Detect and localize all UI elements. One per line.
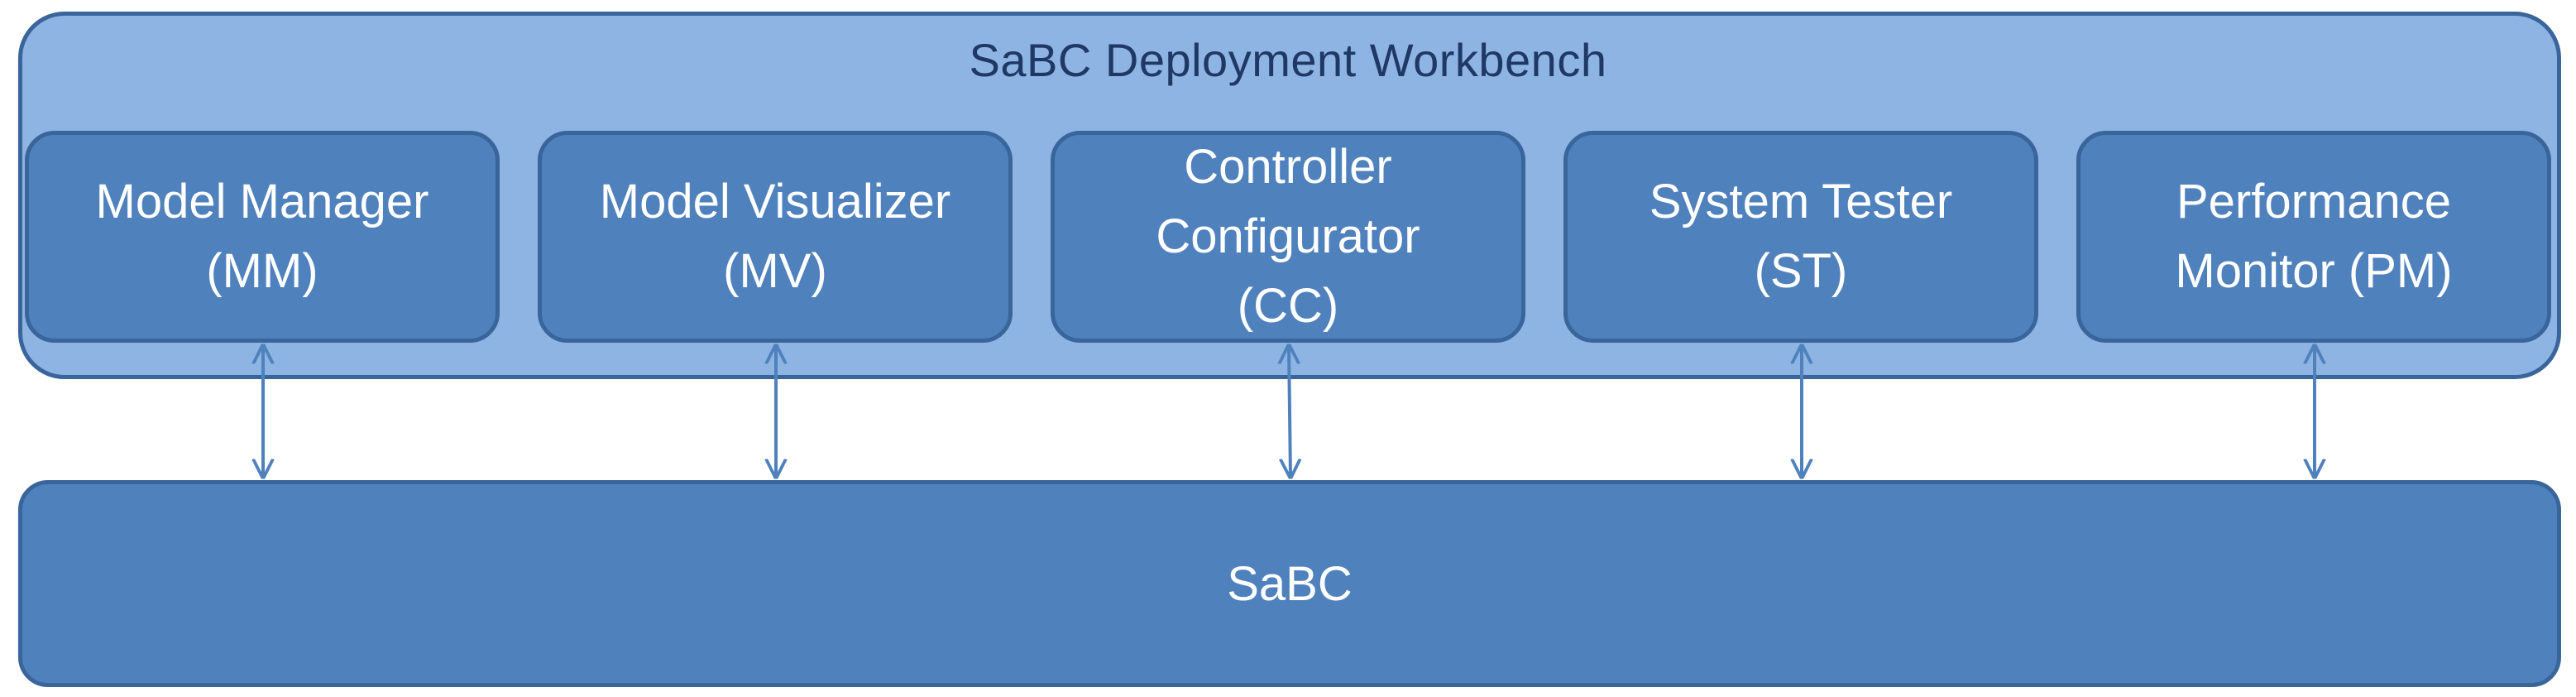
module-controller-configurator-label: Controller Configurator (CC) — [1156, 140, 1420, 333]
module-performance-monitor: Performance Monitor (PM) — [2076, 131, 2551, 343]
module-performance-monitor-label: Performance Monitor (PM) — [2175, 175, 2453, 298]
workbench-title: SaBC Deployment Workbench — [969, 34, 1607, 86]
module-controller-configurator: Controller Configurator (CC) — [1051, 131, 1525, 343]
module-system-tester: System Tester (ST) — [1563, 131, 2038, 343]
module-system-tester-label: System Tester (ST) — [1649, 175, 1953, 298]
module-model-visualizer: Model Visualizer (MV) — [538, 131, 1013, 343]
module-model-visualizer-label: Model Visualizer (MV) — [599, 175, 951, 298]
module-model-manager: Model Manager (MM) — [25, 131, 500, 343]
module-model-manager-label: Model Manager (MM) — [95, 175, 429, 298]
sabc-label: SaBC — [1227, 556, 1353, 611]
sabc-block: SaBC — [18, 480, 2561, 687]
